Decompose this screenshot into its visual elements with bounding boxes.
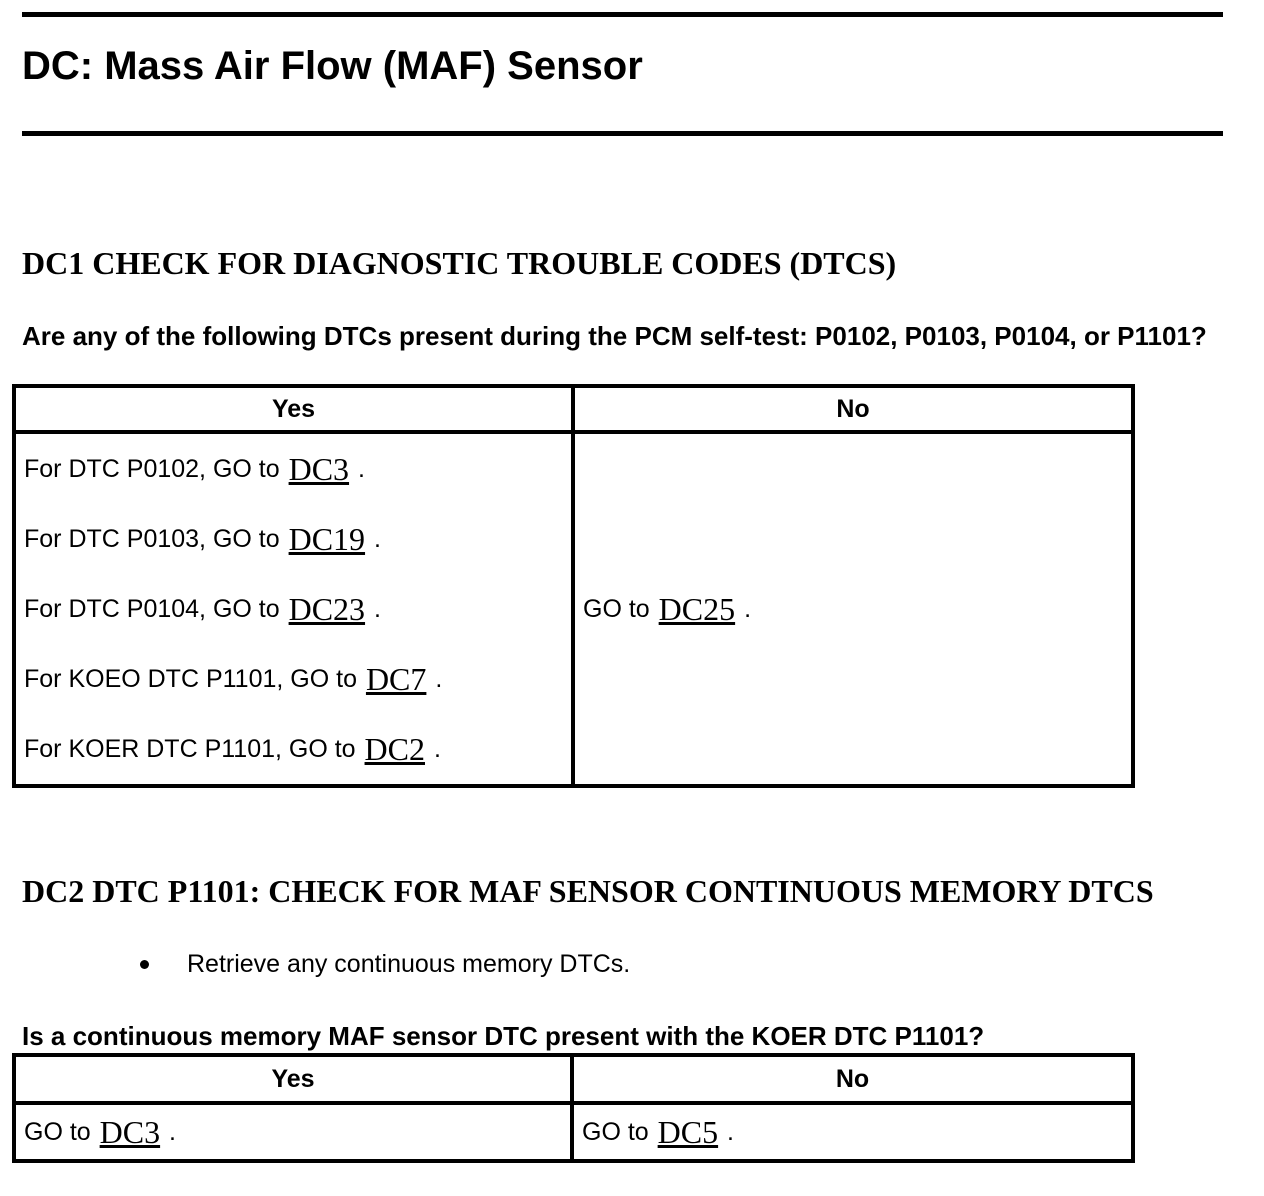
dc1-yes-action-koeo-p1101: For KOEO DTC P1101, GO to DC7 . <box>24 644 563 714</box>
dc1-question: Are any of the following DTCs present du… <box>22 321 1207 351</box>
dc1-yes-action-p0104: For DTC P0104, GO to DC23 . <box>24 574 563 644</box>
dc1-heading: DC1 CHECK FOR DIAGNOSTIC TROUBLE CODES (… <box>22 245 897 281</box>
dc2-yes-cell: GO to DC3 . <box>12 1101 574 1163</box>
dc1-yes-action-p0102: For DTC P0102, GO to DC3 . <box>24 434 563 504</box>
go-to-dc5-link[interactable]: DC5 <box>657 1113 719 1150</box>
action-text: GO to <box>583 594 650 623</box>
dc1-yes-cell: For DTC P0102, GO to DC3 . For DTC P0103… <box>11 430 576 788</box>
go-to-dc7-link[interactable]: DC7 <box>365 660 427 697</box>
period: . <box>374 524 381 553</box>
title-underline-rule <box>22 131 1223 136</box>
action-text: GO to <box>582 1117 649 1146</box>
page-title: DC: Mass Air Flow (MAF) Sensor <box>22 44 643 88</box>
dc1-no-header: No <box>571 384 1135 434</box>
go-to-dc19-link[interactable]: DC19 <box>288 520 366 557</box>
dc2-no-header: No <box>570 1053 1135 1105</box>
period: . <box>169 1117 176 1146</box>
dc1-yes-action-p0103: For DTC P0103, GO to DC19 . <box>24 504 563 574</box>
top-rule <box>22 12 1223 17</box>
dc1-no-cell: GO to DC25 . <box>571 430 1135 788</box>
dc2-action-row: GO to DC3 . GO to DC5 . <box>12 1101 1135 1163</box>
dc1-no-action: GO to DC25 . <box>583 574 1123 644</box>
action-text: For DTC P0104, GO to <box>24 594 280 623</box>
dc1-yes-action-koer-p1101: For KOER DTC P1101, GO to DC2 . <box>24 714 563 784</box>
dc2-yes-action: GO to DC3 . <box>24 1105 562 1159</box>
period: . <box>374 594 381 623</box>
dc2-bullet-text: Retrieve any continuous memory DTCs. <box>187 950 631 978</box>
dc1-action-row: For DTC P0102, GO to DC3 . For DTC P0103… <box>11 430 1135 788</box>
dc2-bullet-item: Retrieve any continuous memory DTCs. <box>140 950 630 979</box>
go-to-dc3-link[interactable]: DC3 <box>288 450 350 487</box>
action-text: For DTC P0103, GO to <box>24 524 280 553</box>
dc2-no-cell: GO to DC5 . <box>570 1101 1135 1163</box>
dc1-decision-table: Yes No For DTC P0102, GO to DC3 . For DT… <box>11 384 1135 788</box>
period: . <box>433 734 441 763</box>
period: . <box>744 594 752 623</box>
action-text: For KOER DTC P1101, GO to <box>24 734 356 763</box>
action-text: For DTC P0102, GO to <box>24 454 280 483</box>
dc2-no-action: GO to DC5 . <box>582 1105 1123 1159</box>
action-text: For KOEO DTC P1101, GO to <box>24 664 357 693</box>
bullet-icon <box>140 960 149 969</box>
period: . <box>727 1117 734 1146</box>
go-to-dc23-link[interactable]: DC23 <box>288 590 366 627</box>
period: . <box>358 454 365 483</box>
dc2-decision-table: Yes No GO to DC3 . GO to DC5 . <box>12 1053 1135 1163</box>
dc2-yes-header: Yes <box>12 1053 574 1105</box>
action-text: GO to <box>24 1117 91 1146</box>
go-to-dc25-link[interactable]: DC25 <box>658 590 736 627</box>
period: . <box>435 664 443 693</box>
dc2-question: Is a continuous memory MAF sensor DTC pr… <box>22 1021 985 1051</box>
dc1-yes-header: Yes <box>11 384 576 434</box>
go-to-dc3-link[interactable]: DC3 <box>99 1113 161 1150</box>
dc2-header-row: Yes No <box>12 1053 1135 1105</box>
dc1-header-row: Yes No <box>11 384 1135 434</box>
dc2-heading: DC2 DTC P1101: CHECK FOR MAF SENSOR CONT… <box>22 873 1154 909</box>
go-to-dc2-link[interactable]: DC2 <box>364 730 425 767</box>
